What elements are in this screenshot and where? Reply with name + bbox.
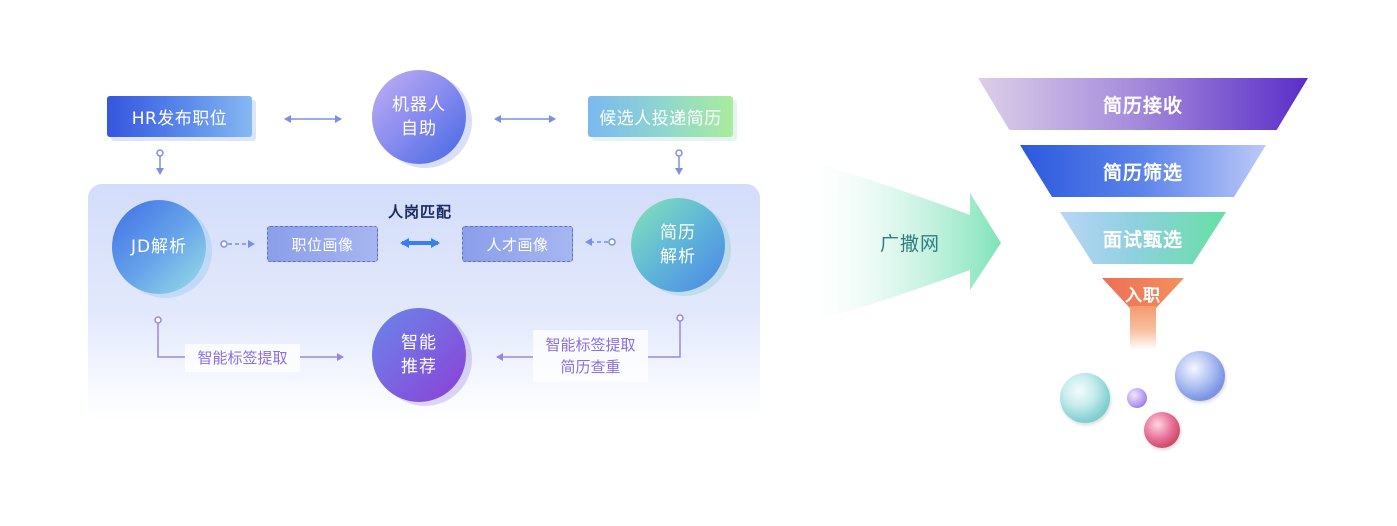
- talent-profile-label: 人才画像: [486, 235, 549, 254]
- tag-extract-label: 智能标签提取: [545, 336, 636, 354]
- hr-post-job-label: HR发布职位: [131, 109, 228, 129]
- robot-label-line2: 自助: [401, 119, 437, 139]
- hr-connector-dot: [156, 149, 164, 157]
- job-profile-label: 职位画像: [291, 235, 354, 254]
- funnel-tier-label: 面试甄选: [1102, 228, 1183, 251]
- talent-profile-box: 人才画像: [462, 226, 573, 262]
- hr-post-job-box: HR发布职位: [107, 96, 252, 137]
- funnel-stem: [1130, 306, 1156, 350]
- candidate-submit-label: 候选人投递简历: [599, 109, 722, 129]
- funnel-tier-resume-receive: 简历接收: [978, 78, 1308, 130]
- talent-bubble-pink: [1144, 412, 1180, 448]
- tag-extract-dedupe-label-box: 智能标签提取 简历查重: [533, 330, 648, 382]
- smart-tag-extract-label: 智能标签提取: [197, 349, 288, 367]
- wide-net-label: 广撒网: [879, 233, 940, 255]
- job-profile-box: 职位画像: [267, 226, 378, 262]
- funnel-tier-label: 简历筛选: [1102, 161, 1183, 184]
- talent-bubble-blue: [1175, 351, 1225, 401]
- recommend-line1: 智能: [401, 333, 437, 353]
- resume-dedupe-label: 简历查重: [560, 358, 621, 376]
- candidate-connector-dot: [675, 149, 683, 157]
- resume-parse-line1: 简历: [660, 223, 696, 243]
- resume-parse-line2: 解析: [660, 247, 696, 267]
- robot-self-service-circle: 机器人 自助: [372, 70, 466, 164]
- funnel-tier-label: 简历接收: [1102, 94, 1183, 117]
- robot-label-line1: 机器人: [392, 95, 446, 115]
- funnel-tier-resume-screen: 简历筛选: [1020, 145, 1266, 197]
- recommend-line2: 推荐: [401, 357, 437, 377]
- candidate-submit-resume-box: 候选人投递简历: [588, 96, 733, 137]
- funnel-tier-onboard: 入职: [1102, 278, 1184, 308]
- jd-parse-circle: JD解析: [112, 200, 206, 294]
- talent-bubble-purple: [1127, 388, 1147, 408]
- jd-parse-label: JD解析: [130, 237, 188, 257]
- talent-bubble-teal: [1060, 373, 1110, 423]
- funnel-tier-label: 入职: [1125, 286, 1161, 306]
- resume-parse-circle: 简历 解析: [631, 198, 725, 292]
- funnel-tier-interview-select: 面试甄选: [1060, 212, 1226, 264]
- smart-tag-extract-label-box: 智能标签提取: [185, 344, 300, 372]
- smart-recommend-circle: 智能 推荐: [372, 308, 466, 402]
- matching-title: 人岗匹配: [387, 203, 452, 221]
